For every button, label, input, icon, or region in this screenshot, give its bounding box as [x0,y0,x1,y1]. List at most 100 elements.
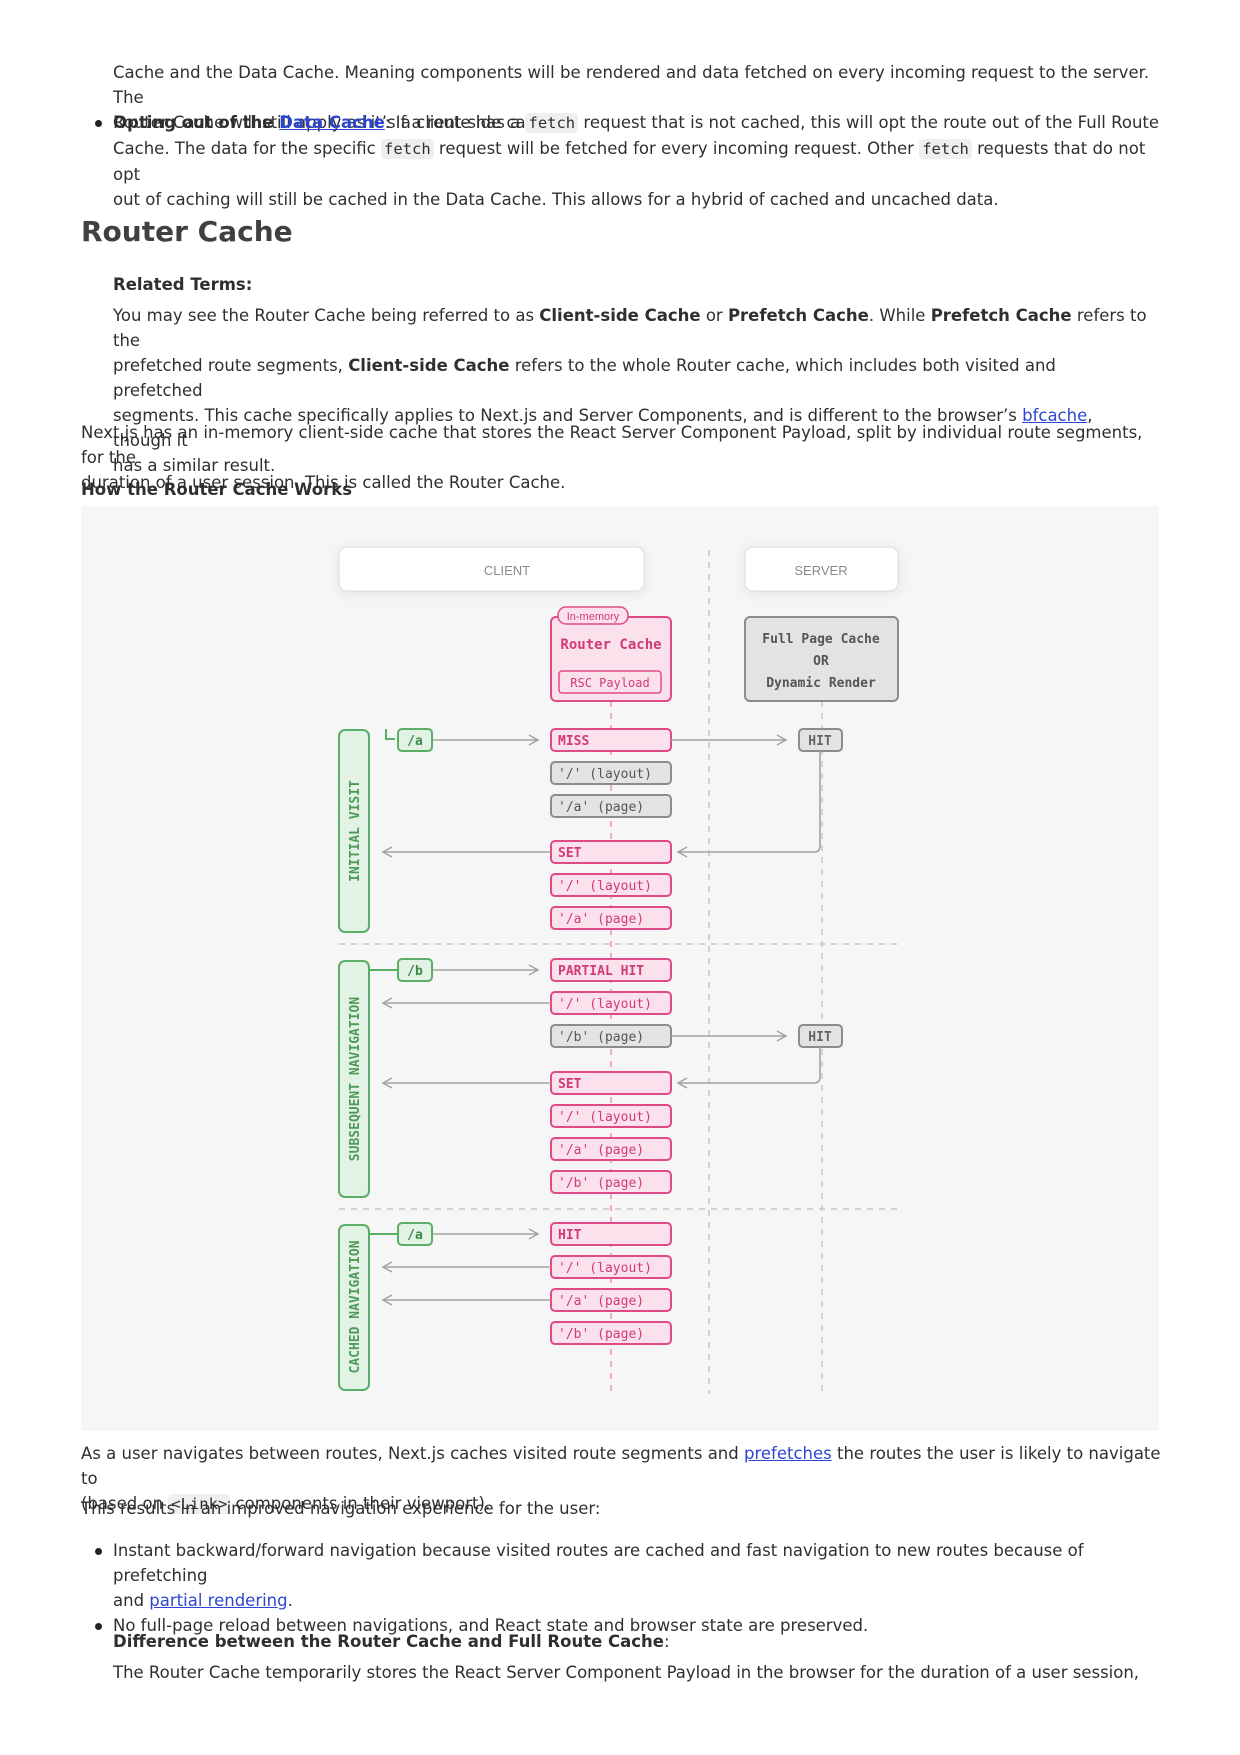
related-text-k: segments. This cache specifically applie… [113,406,1023,425]
set-label: SET [558,846,582,861]
hit-box [550,1222,672,1246]
opting-out-list: Opting out of the Data Cache: If a route… [81,110,1161,212]
related-text-a: You may see the Router Cache being refer… [113,306,540,325]
difference-title: Difference between the Router Cache and … [113,1629,1148,1654]
difference-note: Difference between the Router Cache and … [113,1629,1148,1685]
benefit-one-text: Instant backward/forward navigation beca… [113,1541,1084,1585]
server-header-box [744,546,899,592]
rsc-payload-box [558,670,662,694]
opting-out-label: Opting out of the [113,113,280,132]
hit-label: HIT [558,1228,582,1243]
improved-experience-paragraph: This results in an improved navigation e… [81,1499,601,1518]
benefit-item: No full-page reload between navigations,… [81,1613,1161,1638]
related-text-c: or [700,306,728,325]
server-box-line1: Full Page Cache [762,632,880,647]
server-response-arrow [676,751,821,858]
server-cache-box [744,616,899,702]
related-terms-title: Related Terms: [113,275,253,294]
opting-out-text-3: Cache. The data for the specific [113,139,381,158]
page-b-segment-label: '/b' (page) [558,1327,644,1342]
how-it-works-heading: How the Router Cache Works [81,480,353,499]
page-b-segment-label: '/b' (page) [558,1030,644,1045]
related-text-b: Client-side Cache [539,306,701,325]
layout-segment-label: '/' (layout) [558,767,652,782]
page-b-segment-box [550,1321,672,1345]
benefit-one-period: . [287,1591,293,1610]
partial-rendering-link[interactable]: partial rendering [149,1591,288,1610]
related-text-l: , though it [113,406,1093,450]
link-component-code: <Link> [168,1494,231,1514]
server-hit-label: HIT [808,1030,832,1045]
related-text-i: Client-side Cache [348,356,510,375]
subsequent-navigation-label: SUBSEQUENT NAVIGATION [348,997,363,1162]
layout-segment-label: '/' (layout) [558,1261,652,1276]
fetch-code: fetch [381,139,434,159]
server-hit-label: HIT [808,734,832,749]
opting-out-text-2: request that is not cached, this will op… [578,113,1160,132]
benefit-item: Instant backward/forward navigation beca… [81,1538,1161,1613]
top-paragraph: Cache and the Data Cache. Meaning compon… [113,60,1163,135]
navigation-text-b: the routes the user is likely to navigat… [81,1444,1161,1488]
top-paragraph-line2: Router Cache will still apply as it’s a … [113,113,561,132]
set-label: SET [558,1077,582,1092]
server-box-line3: Dynamic Render [766,676,876,691]
intro-paragraph: Next.js has an in-memory client-side cac… [81,420,1161,495]
rsc-payload-label: RSC Payload [570,676,649,690]
layout-segment-box [550,873,672,897]
route-connector [385,729,395,740]
route-a-box [397,728,433,752]
layout-segment-label: '/' (layout) [558,997,652,1012]
opting-out-text-6: out of caching will still be cached in t… [113,190,999,209]
partial-hit-box [550,958,672,982]
page-a-segment-label: '/a' (page) [558,912,644,927]
opting-out-text-4: request will be fetched for every incomi… [433,139,920,158]
navigation-paragraph: As a user navigates between routes, Next… [81,1441,1161,1517]
layout-segment-label: '/' (layout) [558,1110,652,1125]
related-text-h: prefetched route segments, [113,356,349,375]
cached-navigation-label: CACHED NAVIGATION [348,1240,363,1373]
layout-segment-box [550,761,672,785]
client-header-label: CLIENT [484,563,530,578]
bfcache-link[interactable]: bfcache [1022,406,1088,425]
subsequent-navigation-band [338,960,370,1198]
intro-line1: Next.js has an in-memory client-side cac… [81,423,1143,467]
intro-line2: duration of a user session. This is call… [81,473,566,492]
related-text-g: refers to the [113,306,1147,350]
page-b-segment-box [550,1170,672,1194]
related-terms-note: Related Terms: You may see the Router Ca… [113,272,1148,478]
benefits-list: Instant backward/forward navigation beca… [81,1538,1161,1638]
initial-visit-band [338,729,370,933]
opting-out-text-1: : If a route has a [384,113,526,132]
layout-segment-box [550,1104,672,1128]
related-text-j: refers to the whole Router cache, which … [113,356,1056,400]
router-cache-label: Router Cache [560,637,661,653]
related-terms-text: You may see the Router Cache being refer… [113,303,1148,478]
route-b-label: /b [407,964,423,979]
in-memory-label: In-memory [567,611,620,623]
data-cache-link[interactable]: Data Cache [279,113,385,132]
navigation-text-c: (based on [81,1494,169,1513]
prefetches-link[interactable]: prefetches [743,1444,832,1463]
page-b-segment-label: '/b' (page) [558,1176,644,1191]
difference-title-text: Difference between the Router Cache and … [113,1632,664,1651]
benefit-one-and: and [113,1591,150,1610]
benefit-two-text: No full-page reload between navigations,… [113,1616,869,1635]
router-cache-heading: Router Cache [81,215,293,248]
miss-label: MISS [558,734,589,749]
server-response-arrow [676,1047,821,1089]
route-a-box [397,1222,433,1246]
page-a-segment-box [550,794,672,818]
top-paragraph-line1: Cache and the Data Cache. Meaning compon… [113,63,1150,107]
server-box-line2: OR [813,654,829,669]
router-cache-diagram: CLIENT SERVER In-memory Router Cache RSC… [81,506,1159,1431]
related-text-m: has a similar result. [113,456,276,475]
route-a-label: /a [407,734,423,749]
difference-text: The Router Cache temporarily stores the … [113,1663,1140,1682]
route-a-label: /a [407,1228,423,1243]
route-b-box [397,958,433,982]
fetch-code: fetch [525,113,579,133]
difference-title-colon: : [664,1632,670,1651]
initial-visit-label: INITIAL VISIT [348,780,363,882]
partial-hit-label: PARTIAL HIT [558,964,644,979]
